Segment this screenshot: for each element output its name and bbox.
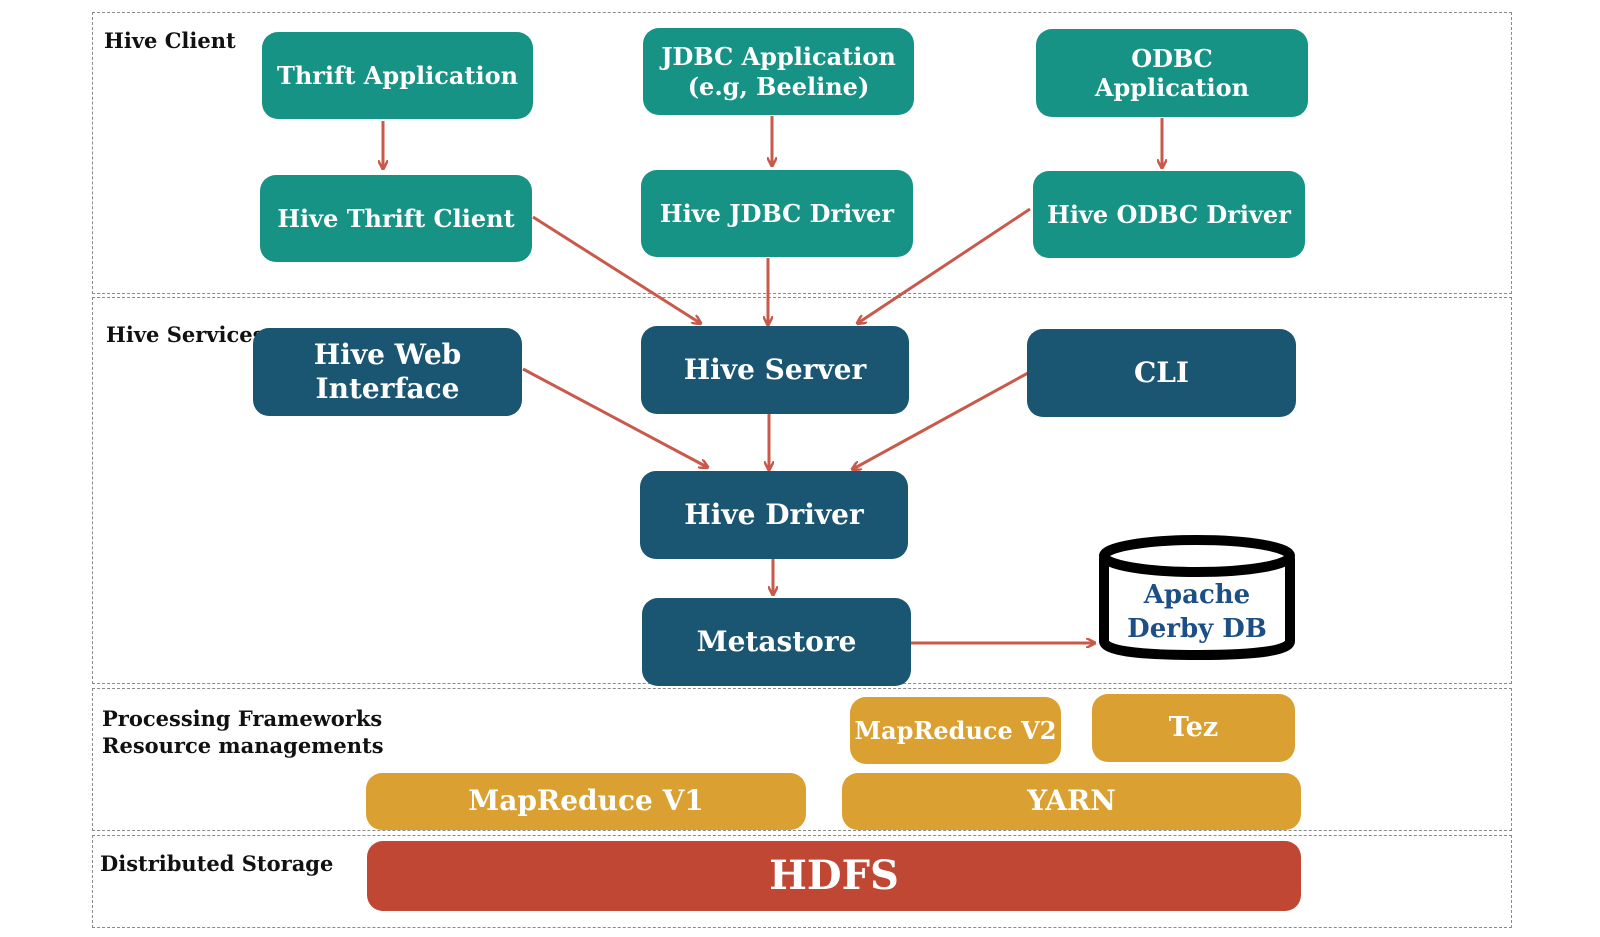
apache-derby-db-label: Apache Derby DB (1127, 580, 1267, 644)
storage-section (92, 835, 1512, 928)
database-icon (1099, 535, 1295, 660)
hdfs-box: HDFS (367, 841, 1301, 911)
mapreduce-v2-box: MapReduce V2 (850, 697, 1061, 764)
arrow-web-to-driver (522, 367, 707, 467)
hive-driver-box: Hive Driver (640, 471, 908, 559)
mapreduce-v1-box: MapReduce V1 (366, 773, 806, 830)
storage-label: Distributed Storage (100, 851, 334, 876)
hive-odbc-driver-box: Hive ODBC Driver (1033, 171, 1305, 258)
arrow-odbc-driver-to-server (858, 207, 1031, 323)
arrow-thrift-client-to-server (532, 215, 700, 323)
processing-section (92, 688, 1512, 831)
hive-client-label: Hive Client (104, 28, 236, 53)
hive-services-label: Hive Services (106, 322, 265, 347)
odbc-application-box: ODBC Application (1036, 29, 1308, 117)
yarn-box: YARN (842, 773, 1301, 830)
arrow-cli-to-driver (853, 371, 1029, 469)
thrift-application-box: Thrift Application (262, 32, 533, 119)
processing-label: Processing Frameworks Resource managemen… (102, 706, 384, 758)
metastore-box: Metastore (642, 598, 911, 686)
hive-client-section (92, 12, 1512, 294)
tez-box: Tez (1092, 694, 1295, 762)
hive-server-box: Hive Server (641, 326, 909, 414)
hive-jdbc-driver-box: Hive JDBC Driver (641, 170, 913, 257)
hive-web-interface-box: Hive Web Interface (253, 328, 522, 416)
jdbc-application-box: JDBC Application (e.g, Beeline) (643, 28, 914, 115)
cli-box: CLI (1027, 329, 1296, 417)
hive-thrift-client-box: Hive Thrift Client (260, 175, 532, 262)
